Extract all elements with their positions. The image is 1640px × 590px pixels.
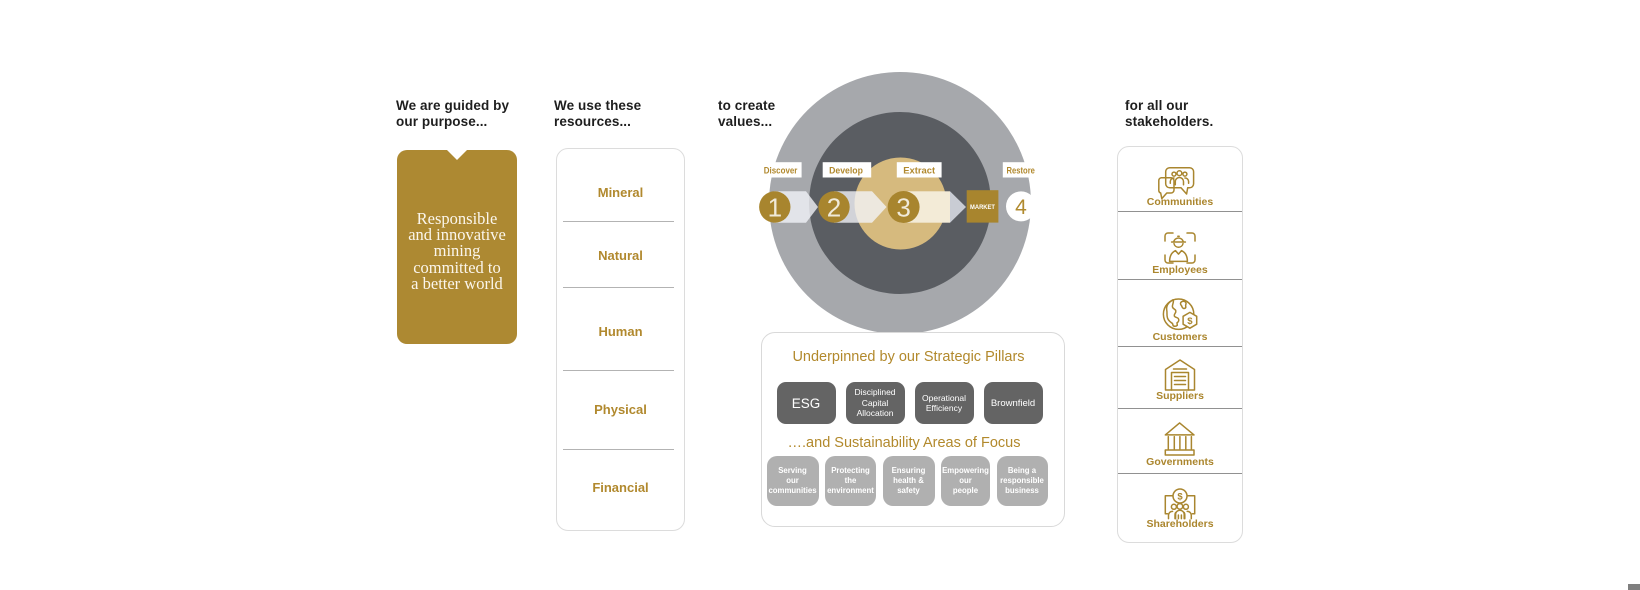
svg-text:MARKET: MARKET: [970, 204, 995, 211]
svg-text:1: 1: [768, 192, 782, 222]
svg-text:Develop: Develop: [829, 166, 863, 177]
svg-text:Discover: Discover: [764, 166, 798, 177]
svg-text:4: 4: [1015, 196, 1027, 219]
svg-text:$: $: [1187, 316, 1193, 327]
svg-text:2: 2: [827, 192, 841, 222]
svg-text:$: $: [1177, 491, 1183, 502]
svg-text:3: 3: [896, 192, 910, 222]
svg-text:Restore: Restore: [1007, 166, 1035, 177]
svg-text:Extract: Extract: [903, 166, 936, 177]
